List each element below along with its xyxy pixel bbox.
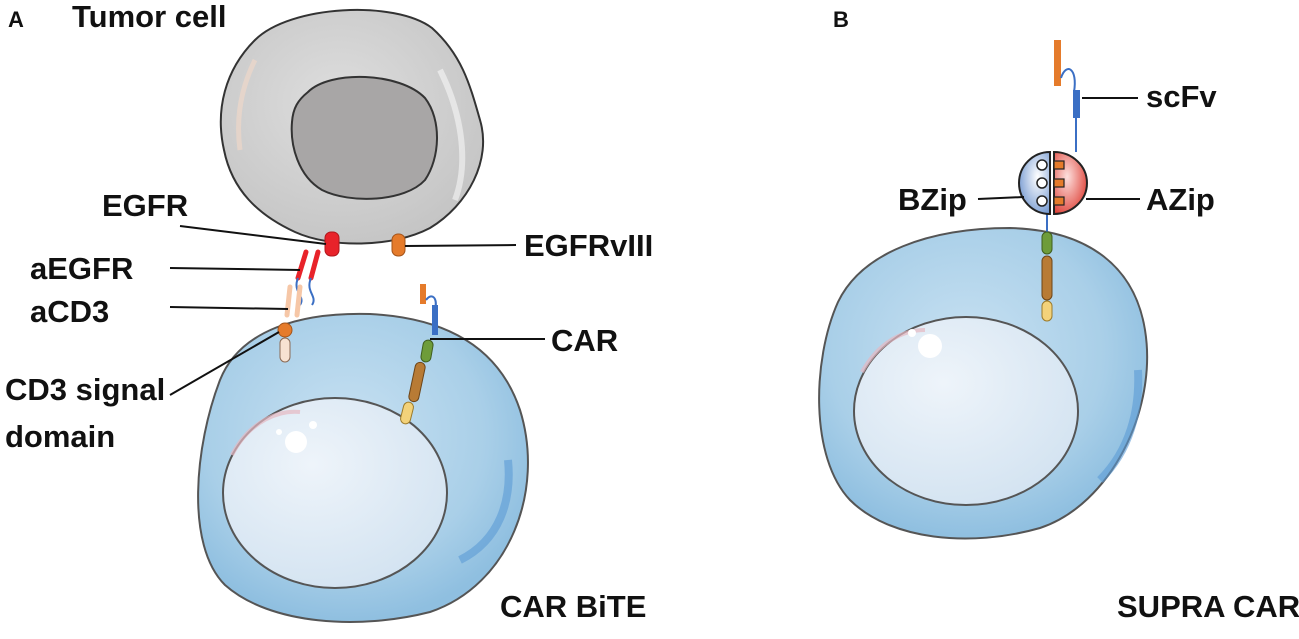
egfrviii-receptor: [391, 233, 406, 257]
supra-car-caption: SUPRA CAR: [1117, 589, 1299, 624]
bzip-domain: [1018, 150, 1051, 216]
azip-domain: [1053, 150, 1088, 216]
azip-label: AZip: [1146, 182, 1215, 217]
supra-car-receptor: [1041, 212, 1053, 322]
cd3-signal-label-line2: domain: [5, 419, 115, 454]
panel-a-letter: A: [8, 7, 24, 32]
egfr-leader-line: [179, 225, 327, 245]
aegfr-label: aEGFR: [30, 251, 133, 286]
aegfr-leader-line: [169, 267, 301, 271]
egfrviii-label: EGFRvIII: [524, 228, 653, 263]
scfv-domain: [1054, 40, 1080, 152]
car-receptor-a: [400, 284, 438, 425]
cd3-leader-line: [169, 331, 280, 396]
egfr-receptor: [324, 231, 340, 257]
scfv-label: scFv: [1146, 79, 1217, 114]
supra-car-t-cell-nucleus: [853, 316, 1079, 506]
car-bite-caption: CAR BiTE: [500, 589, 646, 624]
egfrviii-leader-line: [404, 244, 517, 247]
car-label: CAR: [551, 323, 618, 358]
tumor-nucleus: [290, 75, 438, 200]
cd3-signal-label-line1: CD3 signal: [5, 372, 165, 407]
bite-molecule: [284, 249, 321, 318]
egfr-label: EGFR: [102, 188, 188, 223]
tumor-cell-label: Tumor cell: [72, 0, 226, 34]
bzip-label: BZip: [898, 182, 967, 217]
car-bite-t-cell-nucleus: [222, 397, 448, 589]
panel-b-letter: B: [833, 7, 849, 32]
acd3-leader-line: [169, 306, 289, 310]
cd3-signal-domain: [277, 322, 293, 363]
bzip-leader-line: [977, 196, 1025, 200]
acd3-label: aCD3: [30, 294, 109, 329]
